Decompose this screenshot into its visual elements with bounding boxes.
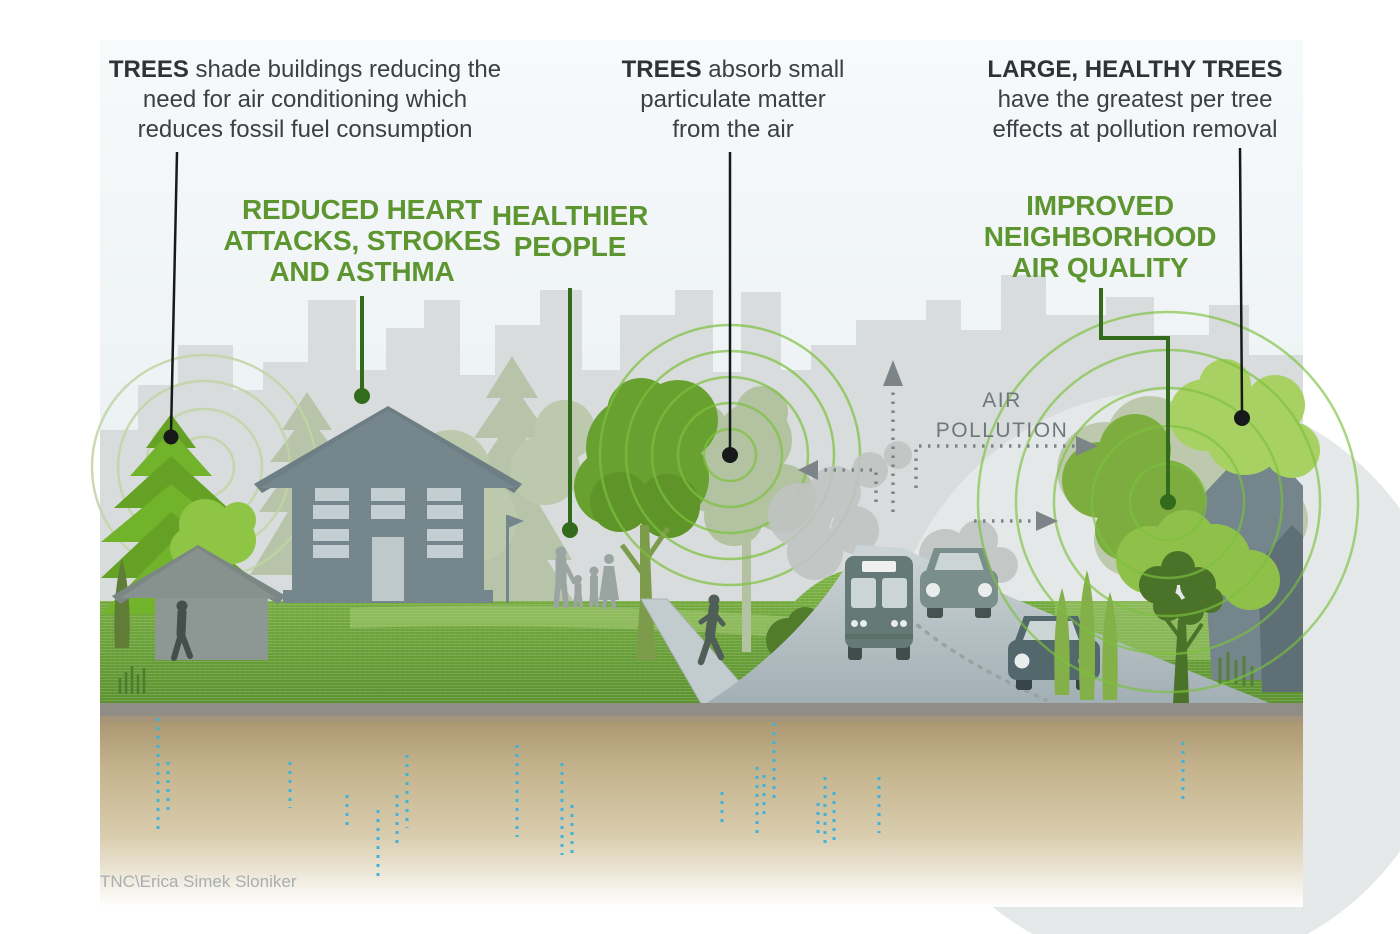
mown-stripe-icon	[350, 605, 1040, 664]
callout-dot-heart	[354, 388, 370, 404]
grass-tuft-left-icon	[118, 666, 146, 694]
callout-dot-large-trees	[1234, 410, 1250, 426]
callout-dot-air-quality	[1160, 494, 1176, 510]
curb-strip-icon	[100, 703, 1303, 716]
house-windows-icon	[313, 488, 463, 558]
house-door-icon	[372, 537, 404, 601]
callout-dot-absorb	[722, 447, 738, 463]
callout-line-air-quality	[1099, 288, 1170, 496]
bus-icon	[845, 556, 913, 660]
family-group-icon	[553, 546, 619, 610]
house-icon	[254, 406, 524, 603]
callout-bold: LARGE, HEALTHY TREES	[987, 56, 1283, 83]
air-pollution-label: AIR POLLUTION	[935, 389, 1069, 442]
grass-tuft-right-icon	[1218, 652, 1254, 686]
water-infiltration-dots-icon	[156, 718, 1185, 880]
callout-line-shade	[169, 151, 179, 435]
callout-dot-shade	[163, 429, 179, 445]
soil-icon	[100, 722, 1303, 907]
callout-dot-people	[562, 522, 578, 538]
cypress-small-icon	[114, 558, 130, 648]
callout-bold: TREES	[108, 56, 189, 83]
car-icon	[920, 548, 998, 618]
dark-tree-right-icon	[1139, 551, 1223, 703]
callout-text-shade-buildings: TREES shade buildings reducing the need …	[108, 56, 502, 143]
callout-text-healthier-people: HEALTHIER PEOPLE	[491, 200, 649, 262]
callout-text-reduced-heart-attacks: REDUCED HEART ATTACKS, STROKES AND ASTHM…	[223, 194, 501, 287]
callout-line-large-trees	[1238, 147, 1244, 413]
jogger-icon	[697, 594, 726, 666]
callout-bold: TREES	[621, 56, 702, 83]
callout-text-improved-air-quality: IMPROVED NEIGHBORHOOD AIR QUALITY	[983, 190, 1217, 283]
credit-text: TNC\Erica Simek Sloniker	[100, 872, 297, 891]
shed-icon	[112, 545, 286, 661]
flag-icon	[506, 515, 524, 603]
road-icon	[692, 545, 1292, 712]
callout-text-absorb-particulate: TREES absorb small particulate matter fr…	[621, 56, 845, 143]
callout-text-large-healthy-trees: LARGE, HEALTHY TREES have the greatest p…	[987, 56, 1283, 143]
green-tree-center-icon	[574, 378, 718, 660]
pollution-arrows-icon	[798, 360, 1098, 531]
callout-lines	[163, 147, 1250, 538]
walking-person-icon	[171, 600, 193, 661]
